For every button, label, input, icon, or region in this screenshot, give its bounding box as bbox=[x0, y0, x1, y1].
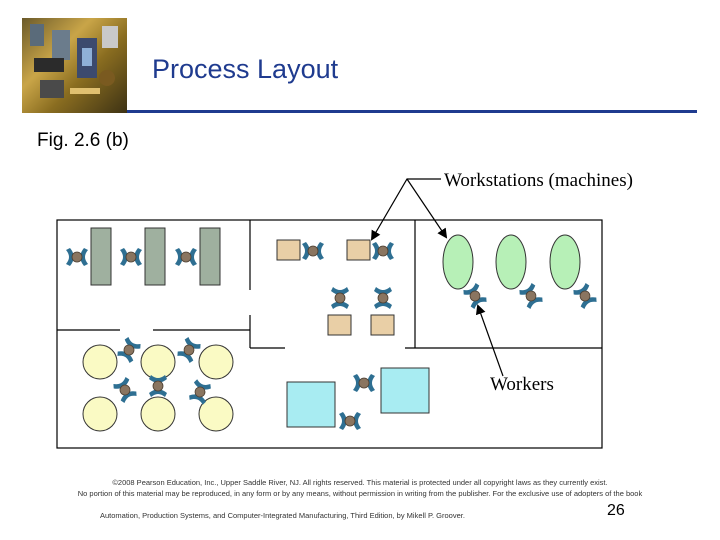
yellow-machine-group bbox=[82, 344, 234, 432]
gray-machine bbox=[144, 227, 166, 286]
green-machine-group bbox=[442, 234, 581, 290]
blue-machine bbox=[380, 367, 430, 414]
yellow-machine bbox=[198, 396, 234, 432]
worker-icon bbox=[119, 247, 143, 267]
worker-icon bbox=[371, 241, 395, 261]
copyright-line: ©2008 Pearson Education, Inc., Upper Sad… bbox=[112, 478, 608, 487]
blue-machine bbox=[286, 381, 336, 428]
worker-icon bbox=[148, 374, 168, 398]
green-area-workers bbox=[461, 281, 599, 311]
worker-icon bbox=[330, 286, 350, 310]
yellow-machine bbox=[198, 344, 234, 380]
worker-icon bbox=[111, 375, 139, 405]
gray-machine-group bbox=[90, 227, 221, 286]
worker-icon bbox=[65, 247, 89, 267]
worker-icon bbox=[373, 286, 393, 310]
copyright-line: No portion of this material may be repro… bbox=[77, 489, 643, 498]
circuit-board-image bbox=[22, 18, 127, 113]
workstations-arrow bbox=[406, 178, 448, 239]
worker-icon bbox=[461, 281, 489, 311]
yellow-machine bbox=[140, 396, 176, 432]
gray-machine bbox=[199, 227, 221, 286]
worker-icon bbox=[352, 373, 376, 393]
blue-machine-group bbox=[286, 367, 430, 428]
worker-icon bbox=[301, 241, 325, 261]
blue-area-workers bbox=[338, 373, 376, 431]
yellow-machine bbox=[140, 344, 176, 380]
book-reference: Automation, Production Systems, and Comp… bbox=[100, 511, 465, 520]
page-number: 26 bbox=[607, 502, 625, 519]
workstations-label: Workstations (machines) bbox=[444, 170, 633, 191]
worker-icon bbox=[517, 281, 545, 311]
floor-plan bbox=[56, 219, 603, 449]
worker-icon bbox=[175, 335, 203, 365]
tan-machine bbox=[370, 314, 395, 336]
worker-icon bbox=[174, 247, 198, 267]
tan-machine-group bbox=[276, 239, 395, 336]
annotation-arrows bbox=[370, 178, 504, 377]
yellow-machine bbox=[82, 344, 118, 380]
green-machine bbox=[549, 234, 581, 290]
green-machine bbox=[442, 234, 474, 290]
tan-machine bbox=[327, 314, 352, 336]
title-underline bbox=[127, 110, 697, 113]
workers-arrow bbox=[475, 304, 504, 377]
figure-label: Fig. 2.6 (b) bbox=[37, 130, 129, 151]
green-machine bbox=[495, 234, 527, 290]
worker-icon bbox=[338, 411, 362, 431]
tan-machine bbox=[346, 239, 371, 261]
worker-icon bbox=[571, 281, 599, 311]
worker-icon bbox=[115, 335, 143, 365]
yellow-machine bbox=[82, 396, 118, 432]
workers-label: Workers bbox=[490, 374, 554, 395]
floor-outline bbox=[56, 219, 603, 449]
workstations-arrow bbox=[370, 178, 441, 241]
gray-machine bbox=[90, 227, 112, 286]
gray-area-workers bbox=[65, 247, 198, 267]
slide-title: Process Layout bbox=[152, 54, 339, 84]
tan-machine bbox=[276, 239, 301, 261]
